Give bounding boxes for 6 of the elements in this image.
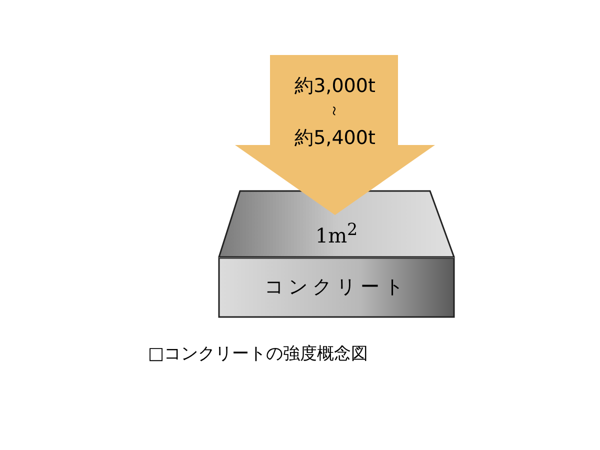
area-label: 1m$^{2}$ [314,220,359,248]
load-label: 約3,000t [294,74,376,99]
material-label: コンクリート [264,275,410,300]
caption: □コンクリートの強度概念図 [148,343,368,365]
load-label: 約5,400t [294,126,376,151]
range-sign: ～ [325,102,345,120]
